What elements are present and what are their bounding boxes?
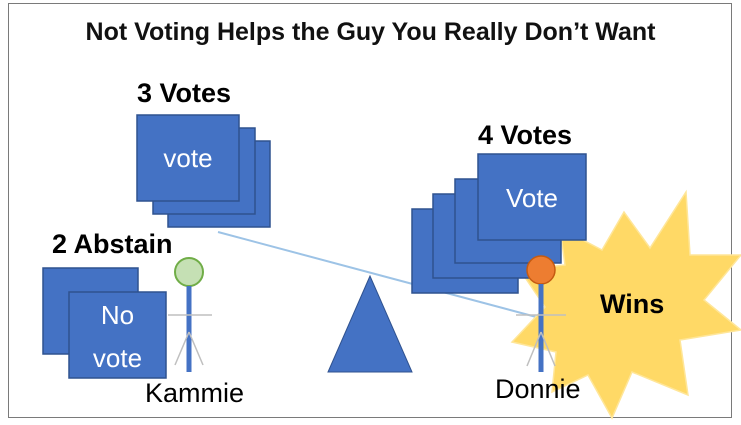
kammie-head bbox=[174, 257, 204, 287]
no-vote-card-line1: No bbox=[100, 300, 135, 330]
wins-starburst bbox=[510, 189, 741, 420]
donnie-name: Donnie bbox=[495, 374, 581, 404]
no-vote-card-front bbox=[68, 291, 167, 379]
donnie-head bbox=[526, 255, 556, 285]
donnie-leg-left bbox=[526, 331, 542, 367]
kammie-leg-left bbox=[174, 331, 190, 366]
kammie-name: Kammie bbox=[145, 378, 245, 408]
donnie-leg-right bbox=[540, 331, 556, 367]
three-votes-label: 3 Votes bbox=[137, 78, 232, 108]
vote-card-front bbox=[136, 114, 240, 202]
wins-label: Wins bbox=[600, 289, 665, 319]
four-votes-label: 4 Votes bbox=[478, 120, 573, 150]
two-abstain-label: 2 Abstain bbox=[52, 229, 173, 259]
kammie-leg-right bbox=[188, 331, 204, 366]
fulcrum-triangle bbox=[327, 274, 413, 373]
donnie-vote-card-text: Vote bbox=[505, 183, 559, 213]
no-vote-card-line2: vote bbox=[92, 343, 143, 373]
donnie-card-1 bbox=[477, 153, 587, 241]
balance-beam bbox=[217, 231, 541, 319]
slide-title: Not Voting Helps the Guy You Really Don’… bbox=[85, 18, 656, 46]
vote-card-text: vote bbox=[163, 143, 213, 173]
